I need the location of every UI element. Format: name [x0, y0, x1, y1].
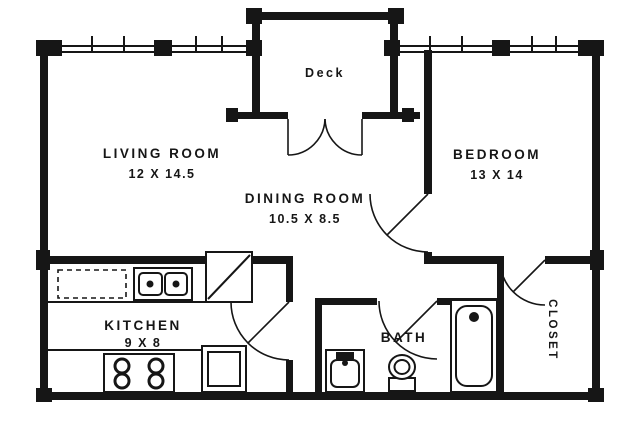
bedroom-dimensions: 13 X 14 [470, 168, 524, 182]
deck-door-arc-left [287, 118, 326, 156]
deck-wall-left [252, 12, 260, 118]
wall-kitchen-right-upper [286, 256, 293, 302]
wall-left [40, 44, 48, 400]
deck-french-doors [287, 118, 363, 156]
bedroom-door [369, 193, 429, 253]
bath-label: BATH [381, 330, 428, 345]
bedroom-label: BEDROOM [453, 147, 541, 162]
wall-bottom [40, 392, 600, 400]
wall-kitchen-right-lower [286, 360, 293, 392]
wall-right [592, 44, 600, 400]
closet-door [499, 259, 546, 306]
wall-closet-left [497, 256, 504, 392]
dishwasher [57, 269, 127, 299]
post-top-window-left [154, 40, 172, 56]
doors [230, 193, 546, 361]
post-left-mid [36, 250, 50, 270]
deck-sill-right [362, 112, 420, 119]
bathtub [450, 299, 498, 393]
kitchen-corner-cabinet [205, 251, 253, 303]
wall-kitchen-top-right [250, 256, 293, 264]
bath-door [378, 300, 438, 360]
kitchen-door [230, 301, 290, 361]
deck-wall-top [252, 12, 398, 20]
window-living-1 [62, 36, 154, 53]
labels: Deck LIVING ROOM 12 X 14.5 BEDROOM 13 X … [103, 66, 558, 361]
refrigerator [201, 345, 247, 393]
dining-room-dimensions: 10.5 X 8.5 [269, 212, 341, 226]
deck-post-right [388, 8, 404, 24]
post-top-window-right [492, 40, 510, 56]
kitchen-label: KITCHEN [104, 318, 182, 333]
bath-sink [325, 349, 365, 393]
deck-post-left [246, 8, 262, 24]
deck-sill-left [230, 112, 288, 119]
wall-bedroom [424, 50, 432, 194]
windows [62, 36, 578, 53]
window-bedroom-1 [400, 36, 492, 53]
closet-label: CLOSET [546, 299, 558, 361]
window-living-2 [172, 36, 246, 53]
kitchen-dimensions: 9 X 8 [125, 336, 162, 350]
living-room-dimensions: 12 X 14.5 [128, 167, 195, 181]
deck-wall-right [390, 12, 398, 118]
window-bedroom-2 [510, 36, 578, 53]
deck-door-arc-right [324, 118, 363, 156]
post-top-right [578, 40, 604, 56]
post-bottom-left [36, 388, 52, 402]
deck-sill-cap-left [226, 108, 238, 122]
kitchen-double-sink [133, 267, 193, 301]
deck-sill-cap-right [402, 108, 414, 122]
wall-bath-top-left [315, 298, 377, 305]
wall-bedroom-bottom-left [424, 256, 500, 264]
toilet [388, 354, 416, 392]
bath-fixtures [325, 299, 498, 393]
wall-kitchen-top [48, 256, 208, 264]
wall-bath-left [315, 298, 322, 392]
dining-room-label: DINING ROOM [245, 191, 366, 206]
kitchen-fixtures [48, 251, 253, 393]
stove [103, 353, 175, 393]
deck [226, 8, 420, 156]
post-bottom-right [588, 388, 604, 402]
living-room-label: LIVING ROOM [103, 146, 221, 161]
deck-label: Deck [305, 66, 345, 80]
post-top-left [36, 40, 62, 56]
wall-bedroom-bottom-right [545, 256, 600, 264]
